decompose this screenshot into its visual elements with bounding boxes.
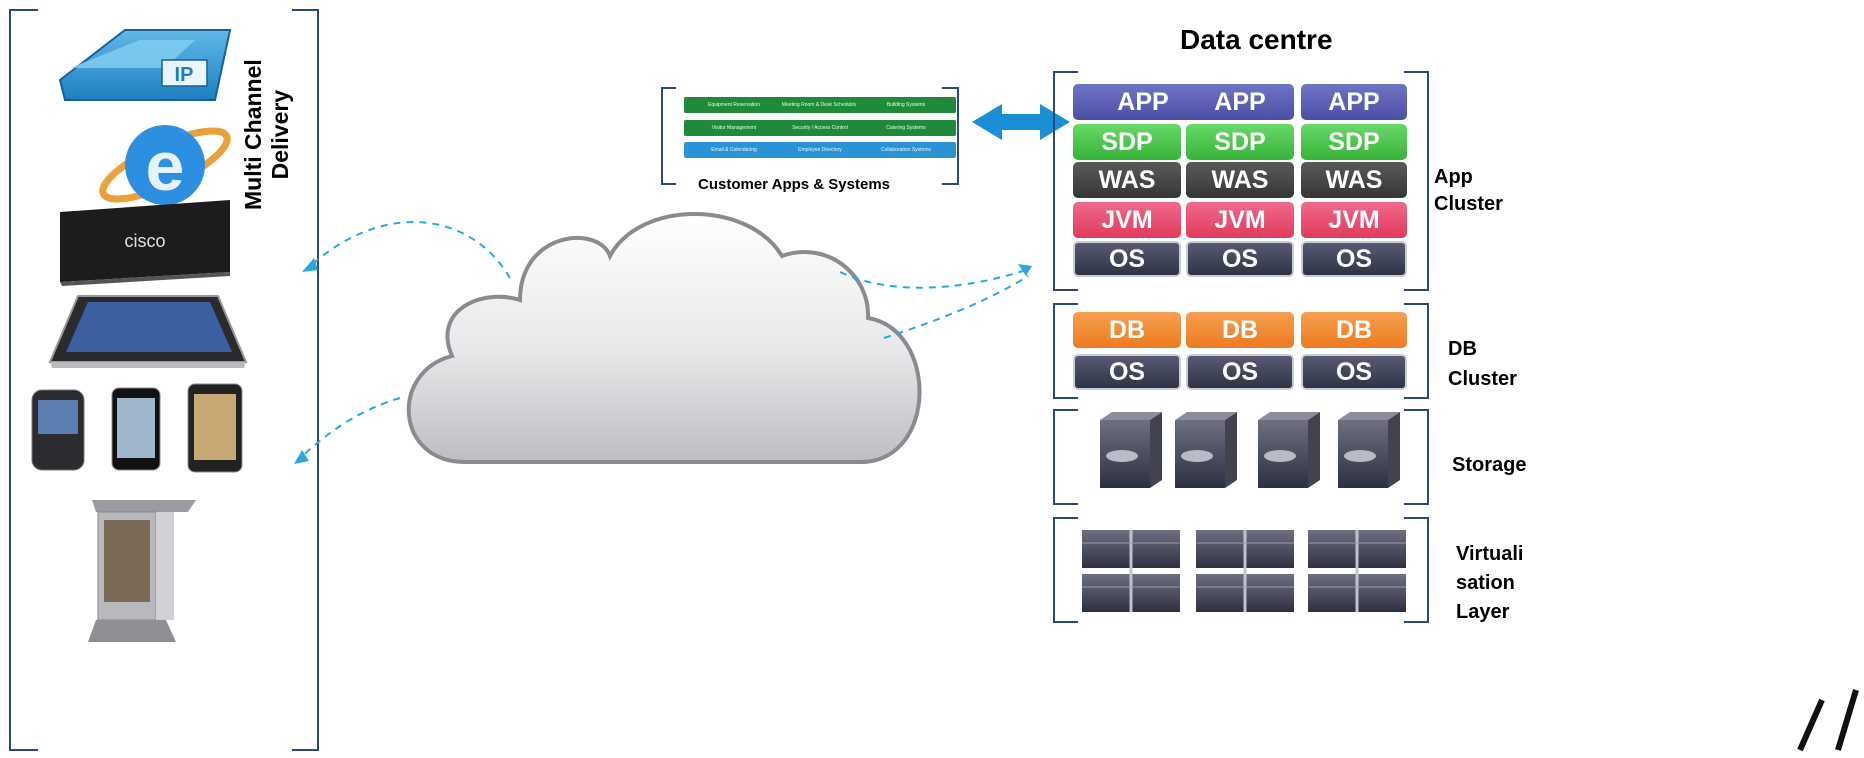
telepresence-screen-icon: cisco bbox=[60, 200, 230, 286]
os-block: OS bbox=[1073, 241, 1181, 277]
virtualisation-layer-label: Virtuali sation Layer bbox=[1456, 543, 1524, 623]
pen-stroke-decoration bbox=[1797, 689, 1859, 752]
was-block: WAS bbox=[1073, 162, 1181, 198]
devices-bracket bbox=[9, 9, 319, 751]
os-block: OS bbox=[1073, 354, 1181, 390]
db-block: DB bbox=[1073, 312, 1181, 348]
storage-array-icons bbox=[1100, 412, 1400, 488]
jvm-block: JVM bbox=[1073, 202, 1181, 238]
os-block: OS bbox=[1186, 241, 1294, 277]
smartphones-icon bbox=[31, 383, 243, 473]
arrowhead-right-upper bbox=[1018, 264, 1032, 276]
cisco-screen-text: cisco bbox=[124, 231, 165, 251]
customer-app-tile: Collaboration Systems bbox=[856, 142, 956, 158]
jvm-block: JVM bbox=[1186, 202, 1294, 238]
app-block: APP bbox=[1301, 84, 1407, 120]
db-cluster-label: DB Cluster bbox=[1448, 338, 1517, 390]
app-cluster-bracket bbox=[1053, 71, 1429, 291]
data-centre-title: Data centre bbox=[1180, 24, 1333, 55]
svg-text:e: e bbox=[146, 127, 185, 205]
customer-app-tile: Equipment Reservation bbox=[684, 97, 784, 113]
tablet-icon bbox=[48, 295, 248, 368]
jvm-block: JVM bbox=[1301, 202, 1407, 238]
kiosk-icon bbox=[88, 500, 196, 642]
customer-apps-label: Customer Apps & Systems bbox=[698, 176, 890, 193]
customer-app-tile: Meeting Room & Desk Scheduling bbox=[770, 97, 870, 113]
sdp-block: SDP bbox=[1301, 124, 1407, 160]
arrowhead-left-upper bbox=[302, 258, 318, 272]
customer-app-tile: Catering Systems bbox=[856, 120, 956, 136]
customer-app-tile: Visitor Management bbox=[684, 120, 784, 136]
db-block: DB bbox=[1301, 312, 1407, 348]
was-block: WAS bbox=[1186, 162, 1294, 198]
was-block: WAS bbox=[1301, 162, 1407, 198]
arrowhead-left-lower bbox=[294, 450, 309, 464]
app-cluster-label: App Cluster bbox=[1434, 166, 1503, 215]
bidirectional-arrow bbox=[972, 104, 1070, 140]
connection-arrows bbox=[297, 221, 1029, 461]
customer-app-tile: Employee Directory bbox=[770, 142, 870, 158]
os-block: OS bbox=[1301, 354, 1407, 390]
ip-phone-icon: IP bbox=[58, 29, 232, 101]
cloud-shape bbox=[406, 212, 922, 464]
customer-app-tile: Security / Access Control bbox=[770, 120, 870, 136]
os-block: OS bbox=[1301, 241, 1407, 277]
internet-explorer-icon: e bbox=[99, 125, 231, 205]
os-block: OS bbox=[1186, 354, 1294, 390]
storage-bracket bbox=[1053, 409, 1429, 505]
virtualisation-server-icons bbox=[1082, 530, 1406, 612]
virtualisation-bracket bbox=[1053, 517, 1429, 623]
sdp-block: SDP bbox=[1073, 124, 1181, 160]
db-block: DB bbox=[1186, 312, 1294, 348]
multi-channel-delivery-label: Multi Channel Delivery bbox=[240, 59, 293, 210]
customer-app-tile: Building Systems bbox=[856, 97, 956, 113]
storage-label: Storage bbox=[1452, 454, 1527, 476]
customer-apps-bracket bbox=[661, 87, 959, 185]
sdp-block: SDP bbox=[1186, 124, 1294, 160]
ip-badge: IP bbox=[175, 64, 194, 86]
app-block: APP bbox=[1186, 84, 1294, 120]
db-cluster-bracket bbox=[1053, 303, 1429, 399]
customer-app-tile: Email & Calendaring bbox=[684, 142, 784, 158]
